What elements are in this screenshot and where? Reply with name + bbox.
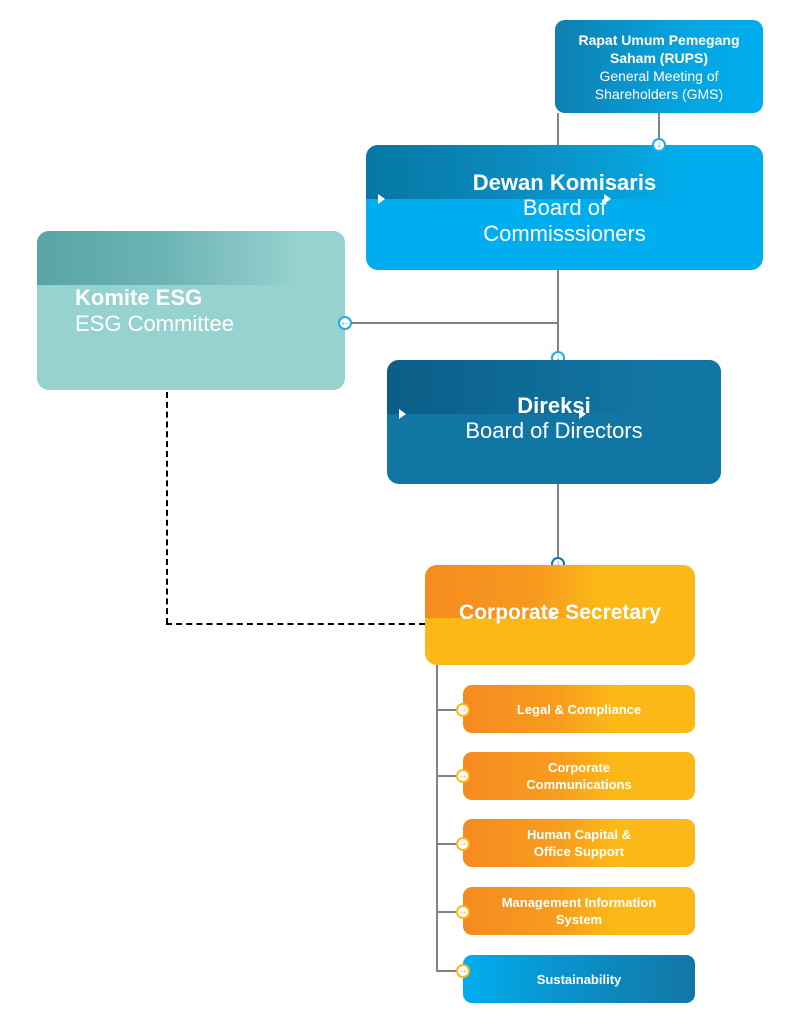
arrow-right-icon: →	[456, 703, 470, 717]
unit-label-line1: Corporate	[547, 760, 611, 775]
dashed-line-esg-vertical	[166, 392, 168, 624]
esg-title: Komite ESG	[75, 284, 203, 310]
line-unit-4	[436, 911, 458, 913]
arrow-right-icon: →	[456, 769, 470, 783]
board-of-directors-box[interactable]: Direksi Board of Directors	[387, 360, 721, 484]
boc-title: Dewan Komisaris	[472, 169, 657, 195]
arrow-right-icon: →	[456, 964, 470, 978]
unit-sustainability[interactable]: Sustainability	[463, 955, 695, 1003]
unit-label-line2: Communications	[526, 777, 632, 792]
unit-label-line2: Office Support	[533, 844, 625, 859]
boc-subtitle-line1: Board of	[522, 194, 607, 220]
arrow-left-icon: ←	[338, 316, 352, 330]
line-rups-to-boc	[658, 113, 660, 140]
unit-label-line1: Legal & Compliance	[516, 701, 642, 717]
esg-committee-box[interactable]: Komite ESG ESG Committee	[37, 231, 345, 390]
dashed-line-esg-horizontal	[166, 623, 425, 625]
header-band	[425, 565, 695, 618]
rups-subtitle: General Meeting of Shareholders (GMS)	[594, 67, 724, 102]
header-band	[366, 145, 763, 199]
unit-legal-compliance[interactable]: Legal & Compliance	[463, 685, 695, 733]
play-marker-icon	[579, 409, 586, 419]
play-marker-icon	[549, 609, 556, 619]
board-of-commissioners-box[interactable]: Dewan Komisaris Board of Commisssioners	[366, 145, 763, 270]
esg-subtitle: ESG Committee	[75, 310, 234, 336]
rups-title: Rapat Umum Pemegang Saham (RUPS)	[578, 31, 740, 66]
line-boc-to-bod	[557, 270, 559, 355]
bod-subtitle: Board of Directors	[465, 418, 643, 443]
rups-box[interactable]: Rapat Umum Pemegang Saham (RUPS) General…	[555, 20, 763, 113]
arrow-down-icon: ↓	[652, 138, 666, 152]
corporate-secretary-box[interactable]: Corporate Secretary	[425, 565, 695, 665]
play-marker-icon	[378, 194, 385, 204]
boc-subtitle-line2: Commisssioners	[483, 220, 646, 246]
cs-title: Corporate Secretary	[459, 601, 661, 624]
line-cs-units-trunk	[436, 665, 438, 971]
header-band	[37, 231, 345, 285]
line-unit-2	[436, 775, 458, 777]
play-marker-icon	[604, 194, 611, 204]
play-marker-icon	[399, 409, 406, 419]
arrow-right-icon: →	[456, 905, 470, 919]
line-bod-to-cs	[557, 484, 559, 559]
unit-label-line1: Management Information	[501, 895, 657, 910]
header-band	[387, 360, 721, 414]
unit-label-line1: Human Capital &	[526, 827, 631, 842]
line-boc-to-esg	[350, 322, 558, 324]
unit-management-information-system[interactable]: Management Information System	[463, 887, 695, 935]
line-unit-1	[436, 709, 458, 711]
arrow-right-icon: →	[456, 837, 470, 851]
line-unit-5	[436, 970, 458, 972]
line-unit-3	[436, 843, 458, 845]
unit-label-line2: System	[555, 912, 603, 927]
line-rups-left	[557, 113, 559, 145]
unit-label-line1: Sustainability	[536, 971, 622, 987]
bod-title: Direksi	[517, 393, 591, 418]
unit-human-capital[interactable]: Human Capital & Office Support	[463, 819, 695, 867]
unit-corporate-communications[interactable]: Corporate Communications	[463, 752, 695, 800]
